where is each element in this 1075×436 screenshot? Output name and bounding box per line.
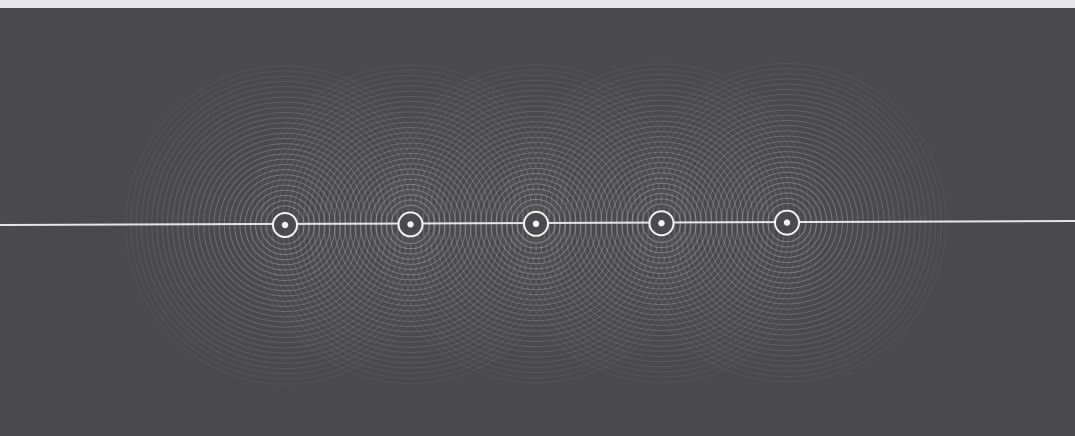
source-marker-4	[650, 211, 674, 235]
source-marker-dot	[282, 222, 288, 228]
source-marker-dot	[784, 219, 790, 225]
source-marker-2	[399, 212, 423, 236]
source-marker-dot	[407, 221, 413, 227]
source-marker-dot	[658, 220, 664, 226]
source-marker-5	[775, 211, 799, 235]
source-marker-3	[524, 212, 548, 236]
source-marker-1	[273, 213, 297, 237]
source-marker-dot	[533, 221, 539, 227]
